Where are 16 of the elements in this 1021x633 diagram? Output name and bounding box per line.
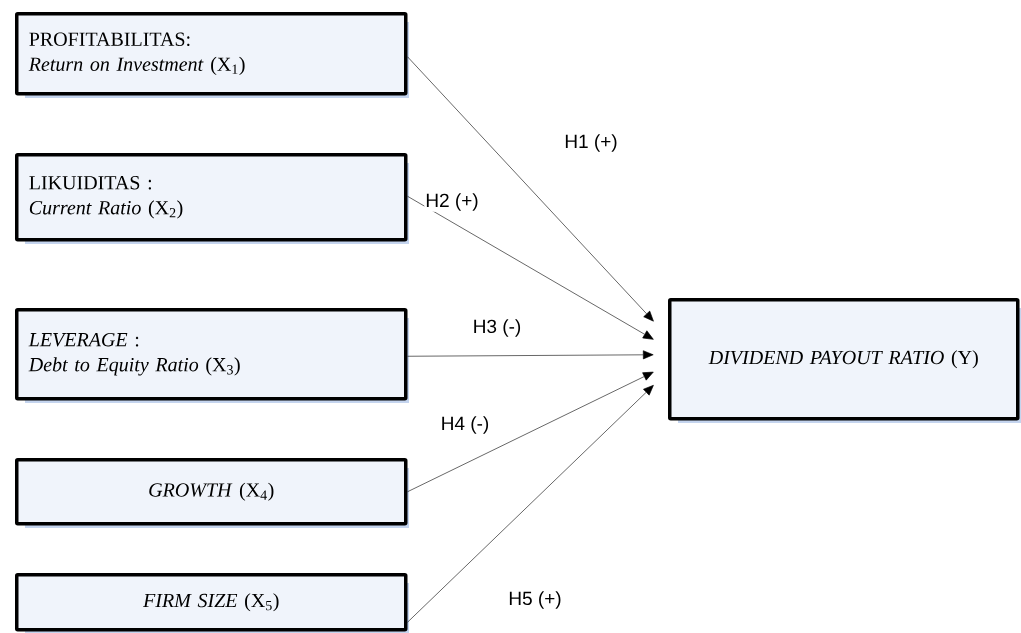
variable-box: FIRM SIZE (X$_{5}$) <box>15 573 409 633</box>
edge-label: H3 (-) <box>471 318 523 338</box>
arrow <box>407 195 654 340</box>
arrow <box>407 350 654 360</box>
arrow <box>407 385 654 623</box>
edge-label: H4 (-) <box>439 415 491 435</box>
edge-label: H2 (+) <box>424 192 480 212</box>
arrow <box>407 371 654 493</box>
variable-box: PROFITABILITAS: Return on Investment (X$_{1}$) <box>15 12 409 98</box>
variable-box: LEVERAGE : Debt to Equity Ratio (X$_{3}$) <box>15 308 409 403</box>
edge-label: H5 (+) <box>507 590 563 610</box>
arrow <box>407 56 654 322</box>
edge-label: H1 (+) <box>563 133 619 153</box>
variable-box: GROWTH (X$_{4}$) <box>15 458 409 528</box>
variable-box: DIVIDEND PAYOUT RATIO (Y) <box>668 298 1021 423</box>
variable-box: LIKUIDITAS : Current Ratio (X$_{2}$) <box>15 153 409 244</box>
